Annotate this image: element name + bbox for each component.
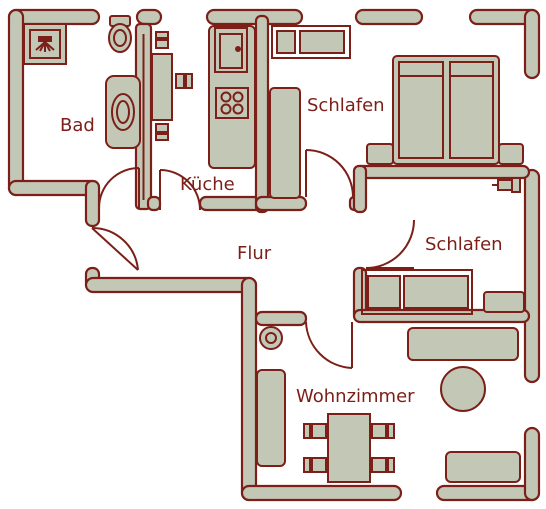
kitchen: Küche xyxy=(151,25,256,195)
wall-bedrooms-divider xyxy=(352,164,531,180)
wall-bottom-right xyxy=(435,484,541,502)
armchair-bench xyxy=(445,451,521,483)
shower-head-icon xyxy=(35,36,55,52)
wall-schlafen2-left-upper xyxy=(352,164,368,214)
wall-top-segment xyxy=(135,8,163,26)
plant-icon xyxy=(259,326,283,350)
wall-top-segment xyxy=(354,8,424,26)
wall-flur-bottom xyxy=(84,276,258,294)
nightstand-right xyxy=(498,143,524,165)
wall-top-segment xyxy=(205,8,304,26)
wall-kueche-bottom xyxy=(198,195,264,212)
wall-stub xyxy=(146,195,162,212)
room-label-bad: Bad xyxy=(60,115,95,136)
living-room: Wohnzimmer xyxy=(256,326,521,483)
bedroom-2: Schlafen xyxy=(361,177,525,315)
sofa xyxy=(407,327,519,361)
wall-right-middle xyxy=(523,168,541,384)
room-label-schlafen-2: Schlafen xyxy=(425,234,503,255)
outer-walls xyxy=(7,8,541,502)
door-swing-schlafen-2 xyxy=(365,219,415,269)
wall-bottom-left xyxy=(240,484,403,502)
bedroom-1: Schlafen xyxy=(269,25,524,199)
dining-table-kitchen xyxy=(151,31,193,141)
door-swing-entrance xyxy=(91,226,139,271)
room-label-wohnzimmer: Wohnzimmer xyxy=(296,386,415,407)
wall-living-left xyxy=(240,276,258,502)
side-table xyxy=(483,291,525,313)
wall-living-top xyxy=(254,310,308,327)
wall-left xyxy=(7,8,25,197)
lamp-icon xyxy=(492,177,521,193)
wall-kueche-schlafen xyxy=(254,14,270,214)
room-label-flur: Flur xyxy=(237,243,272,264)
room-label-schlafen-1: Schlafen xyxy=(307,95,385,116)
door-swing-kueche xyxy=(159,169,201,211)
double-bed xyxy=(366,55,524,165)
sideboard xyxy=(256,369,286,467)
wardrobe xyxy=(269,87,301,199)
doors xyxy=(91,149,415,369)
door-swing-wohnzimmer xyxy=(305,321,353,369)
bathroom: Bad xyxy=(23,15,141,149)
room-label-kueche: Küche xyxy=(180,174,235,195)
wall-flur-left-upper xyxy=(84,179,101,228)
round-coffee-table xyxy=(440,366,486,412)
wall-right-upper xyxy=(523,8,541,80)
single-bed xyxy=(361,269,473,315)
dining-table-living xyxy=(303,413,395,483)
nightstand-left xyxy=(366,143,394,165)
stove-icon xyxy=(215,87,249,119)
door-swing-schlafen-1 xyxy=(305,149,354,198)
door-swing-bad xyxy=(98,167,140,209)
toilet-icon xyxy=(108,15,132,53)
wall-right-lower xyxy=(523,426,541,502)
shelf xyxy=(271,25,351,59)
kitchen-sink-icon xyxy=(214,27,248,73)
bathtub-icon xyxy=(105,75,141,149)
